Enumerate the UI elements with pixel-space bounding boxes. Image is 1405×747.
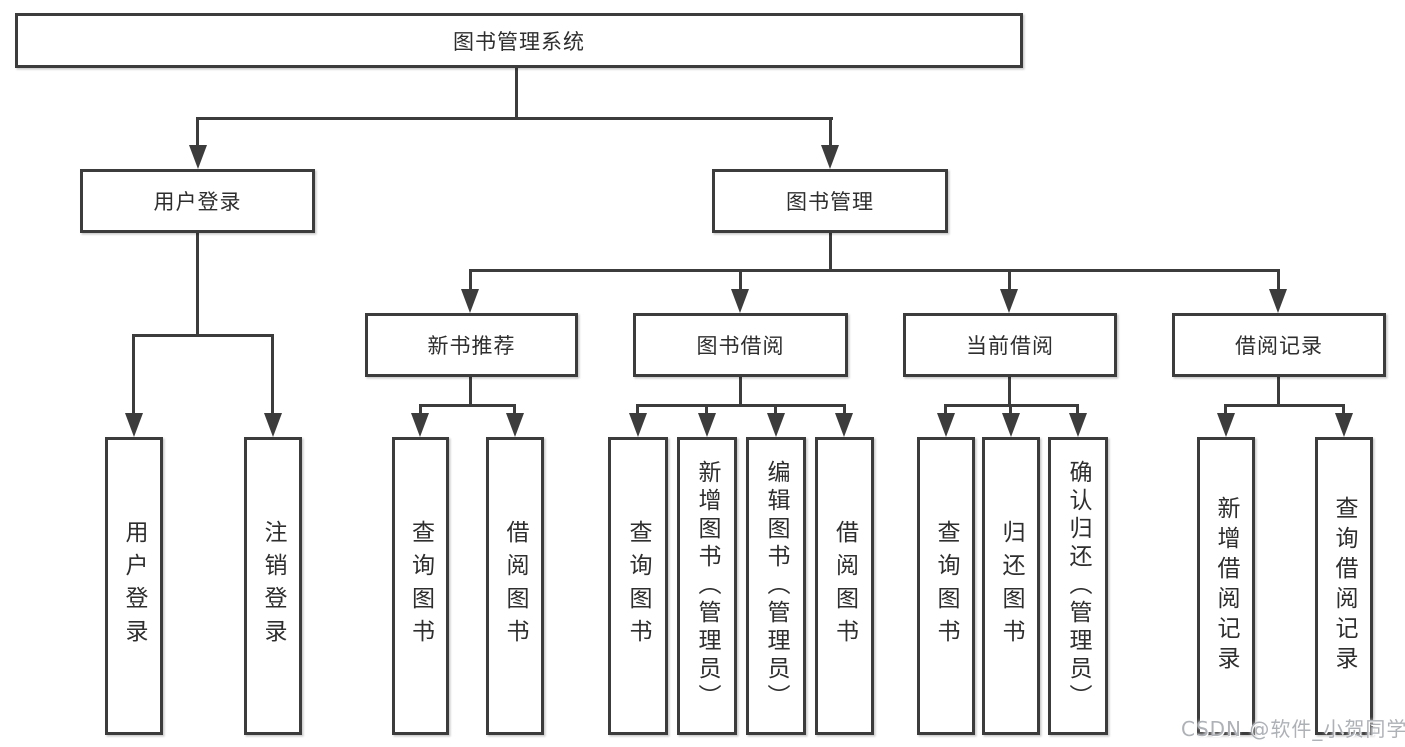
connector	[1076, 404, 1079, 416]
connector	[1008, 269, 1011, 291]
connector	[132, 334, 274, 337]
node-label: 图书借阅	[696, 334, 785, 358]
connector	[469, 377, 472, 407]
arrowhead	[698, 413, 716, 437]
arrowhead	[1000, 289, 1018, 313]
arrowhead	[1269, 289, 1287, 313]
connector	[1277, 269, 1280, 291]
node-label: 编辑图书（管理员）	[763, 460, 789, 712]
node-label: 新增图书（管理员）	[694, 460, 720, 712]
leaf-query-borrow-record: 查询借阅记录	[1315, 437, 1373, 735]
leaf-add-borrow-record: 新增借阅记录	[1197, 437, 1255, 735]
arrowhead	[731, 289, 749, 313]
node-label: 用户登录	[153, 190, 242, 214]
connector	[636, 404, 639, 416]
connector	[705, 404, 708, 416]
node-label: 借阅图书	[502, 520, 528, 652]
connector	[419, 404, 516, 407]
node-label: 借阅图书	[831, 520, 858, 652]
csdn-watermark: CSDN @软件_小贺同学	[1181, 717, 1405, 741]
arrowhead	[1335, 413, 1353, 437]
arrowhead	[506, 413, 524, 437]
connector	[196, 117, 833, 120]
node-label: 注销登录	[260, 520, 286, 652]
node-book-management: 图书管理	[712, 169, 948, 233]
arrowhead	[1217, 413, 1235, 437]
connector	[739, 269, 742, 291]
arrowhead	[189, 145, 207, 169]
node-label: 新增借阅记录	[1213, 496, 1239, 676]
connector	[636, 404, 845, 407]
leaf-edit-books-admin: 编辑图书（管理员）	[746, 437, 806, 735]
connector	[1224, 404, 1345, 407]
arrowhead	[629, 413, 647, 437]
node-new-book-recommend: 新书推荐	[365, 313, 578, 377]
node-label: 查询图书	[933, 520, 959, 652]
node-label: 确认归还（管理员）	[1065, 460, 1091, 712]
leaf-query-books-recommend: 查询图书	[392, 437, 449, 735]
connector	[739, 377, 742, 407]
node-library-management-system: 图书管理系统	[15, 13, 1023, 68]
leaf-confirm-return-admin: 确认归还（管理员）	[1048, 437, 1108, 735]
arrowhead	[821, 145, 839, 169]
node-label: 查询图书	[625, 520, 651, 652]
connector	[513, 404, 516, 416]
connector	[1224, 404, 1227, 416]
connector	[419, 404, 422, 416]
connector	[1342, 404, 1345, 416]
connector	[774, 404, 777, 416]
connector	[944, 404, 947, 416]
connector	[196, 232, 199, 337]
node-label: 归还图书	[998, 520, 1024, 652]
node-borrow-records: 借阅记录	[1172, 313, 1386, 377]
node-book-borrow: 图书借阅	[633, 313, 848, 377]
node-user-login: 用户登录	[80, 169, 315, 233]
node-current-borrow: 当前借阅	[903, 313, 1117, 377]
arrowhead	[411, 413, 429, 437]
arrowhead	[1002, 413, 1020, 437]
node-label: 新书推荐	[427, 334, 516, 358]
arrowhead	[835, 413, 853, 437]
node-label: 图书管理	[786, 190, 874, 214]
leaf-add-books-admin: 新增图书（管理员）	[677, 437, 737, 735]
connector	[829, 117, 832, 147]
connector	[469, 269, 472, 291]
connector	[1008, 377, 1011, 407]
connector	[271, 334, 274, 415]
connector	[843, 404, 846, 416]
arrowhead	[1069, 413, 1087, 437]
node-label: 用户登录	[121, 520, 147, 652]
connector	[1009, 404, 1012, 416]
arrowhead	[461, 289, 479, 313]
arrowhead	[937, 413, 955, 437]
arrowhead	[125, 413, 143, 437]
node-label: 借阅记录	[1235, 334, 1323, 358]
arrowhead	[767, 413, 785, 437]
node-label: 查询借阅记录	[1331, 496, 1357, 676]
leaf-query-books-current: 查询图书	[917, 437, 975, 735]
connector	[469, 269, 1280, 272]
leaf-borrow-books: 借阅图书	[815, 437, 874, 735]
leaf-user-login: 用户登录	[105, 437, 163, 735]
leaf-query-books-borrow: 查询图书	[608, 437, 668, 735]
connector	[196, 117, 199, 147]
node-label: 图书管理系统	[453, 29, 585, 54]
leaf-logout: 注销登录	[244, 437, 302, 735]
node-label: 查询图书	[407, 520, 434, 652]
connector	[829, 232, 832, 272]
connector	[132, 334, 135, 415]
connector	[515, 67, 518, 120]
leaf-return-books: 归还图书	[982, 437, 1040, 735]
arrowhead	[264, 413, 282, 437]
leaf-borrow-books-recommend: 借阅图书	[486, 437, 544, 735]
node-label: 当前借阅	[966, 334, 1054, 358]
connector	[1277, 377, 1280, 407]
